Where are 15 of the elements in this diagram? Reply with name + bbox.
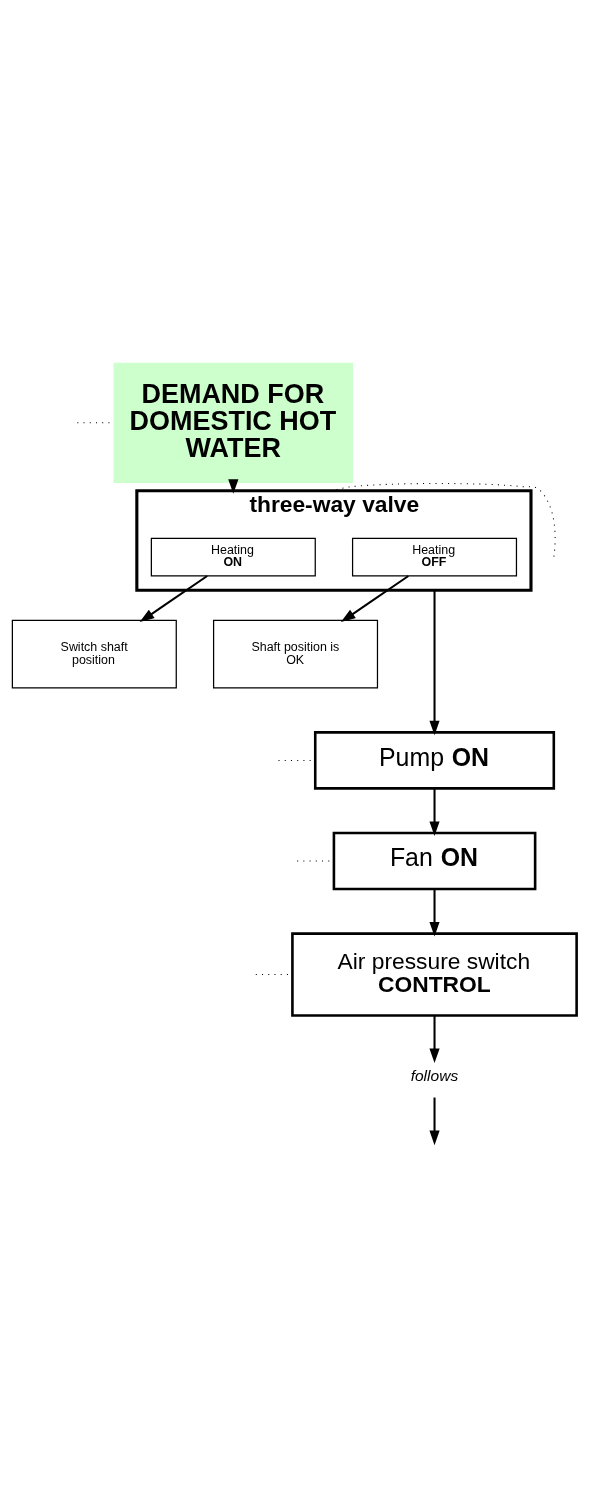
node-box: Air pressure switch CONTROL: [291, 932, 578, 1017]
arrow: [139, 575, 208, 623]
arrow: [429, 889, 440, 937]
arrow: [429, 590, 440, 736]
arrow: [429, 1015, 440, 1064]
node-box: Pump ON: [313, 731, 556, 790]
arrow: [429, 788, 440, 836]
node-box: Switch shaft position: [11, 619, 177, 689]
node-box: Fan ON: [332, 831, 537, 891]
node-box: Shaft position is OK: [213, 619, 379, 689]
node-box: Heating ON: [150, 537, 316, 577]
arrow: [340, 575, 409, 623]
arrow: [429, 1097, 440, 1146]
node-text: follows: [410, 1067, 459, 1085]
node-box: Heating OFF: [351, 537, 518, 577]
